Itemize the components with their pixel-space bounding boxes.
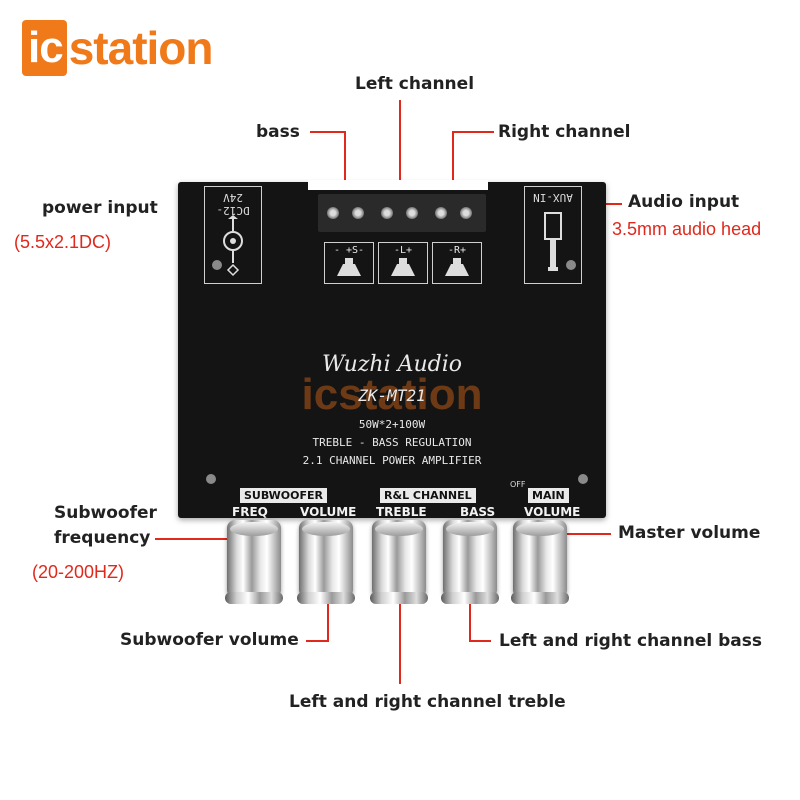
dc-jack-icon	[223, 215, 243, 277]
tag-rl-channel: R&L CHANNEL	[380, 488, 476, 503]
label-power-input: power input	[42, 198, 158, 218]
speaker-icon	[391, 258, 415, 276]
bass-knob[interactable]	[441, 520, 499, 604]
model-name: ZK-MT21	[358, 386, 426, 405]
label-bass: bass	[256, 122, 300, 142]
label-lr-bass: Left and right channel bass	[499, 631, 763, 651]
knob-label-bass: BASS	[460, 505, 496, 519]
speaker-box-s: - +S-	[324, 242, 374, 284]
off-label: OFF	[510, 480, 526, 489]
mount-hole	[566, 260, 576, 270]
terminal-screw	[406, 207, 418, 219]
speaker-box-r: -R+	[432, 242, 482, 284]
feature-line-1: TREBLE - BASS REGULATION	[312, 436, 472, 449]
terminal-screw	[460, 207, 472, 219]
tag-subwoofer: SUBWOOFER	[240, 488, 327, 503]
label-right-channel: Right channel	[498, 122, 631, 142]
callout-line-right-v	[452, 131, 454, 188]
board-notch	[308, 180, 488, 190]
callout-line-treble	[399, 590, 401, 684]
dc-power-box: DC12-24V	[204, 186, 262, 284]
terminal-screw	[352, 207, 364, 219]
speaker-terminal-block	[318, 194, 486, 232]
icstation-logo: ic station	[22, 18, 214, 78]
callout-line-sub-volume-h	[306, 640, 329, 642]
knob-label-freq: FREQ	[232, 505, 268, 519]
terminal-s-label: - +S-	[333, 245, 365, 256]
terminal-screw	[435, 207, 447, 219]
master-volume-knob[interactable]	[511, 520, 569, 604]
treble-knob[interactable]	[370, 520, 428, 604]
label-master-volume: Master volume	[618, 523, 761, 543]
tag-main: MAIN	[528, 488, 569, 503]
callout-line-bass-h	[310, 131, 346, 133]
callout-line-bass-v2	[469, 590, 471, 642]
label-lr-treble: Left and right channel treble	[289, 692, 566, 712]
callout-line-right-h	[452, 131, 494, 133]
aux-in-box: AUX-IN	[524, 186, 582, 284]
mount-hole	[578, 474, 588, 484]
speaker-icon	[445, 258, 469, 276]
speaker-box-l: -L+	[378, 242, 428, 284]
label-subwoofer-freq-2: frequency	[54, 528, 151, 548]
label-power-spec: (5.5x2.1DC)	[14, 232, 112, 252]
terminal-screw	[381, 207, 393, 219]
brand-name: Wuzhi Audio	[321, 352, 463, 377]
terminal-r-label: -R+	[447, 245, 467, 256]
callout-line-master	[555, 533, 611, 535]
terminal-l-label: -L+	[393, 245, 413, 256]
label-subwoofer-freq-1: Subwoofer	[54, 503, 157, 523]
label-subwoofer-range: (20-200HZ)	[32, 562, 125, 582]
audio-jack-icon	[544, 212, 562, 271]
freq-knob[interactable]	[225, 520, 283, 604]
callout-line-bass-h2	[469, 640, 491, 642]
label-audio-input: Audio input	[628, 192, 740, 212]
knob-label-treble: TREBLE	[376, 505, 427, 519]
amplifier-board: DC12-24V AUX-IN - +S- -L+	[178, 180, 606, 519]
logo-ic: ic	[22, 20, 67, 76]
callout-line-sub-volume-v	[327, 590, 329, 642]
terminal-screw	[327, 207, 339, 219]
mount-hole	[206, 474, 216, 484]
logo-station: station	[68, 22, 214, 74]
knob-label-main-volume: VOLUME	[524, 505, 581, 519]
watermark: icstation	[301, 370, 483, 419]
speaker-icon	[337, 258, 361, 276]
knob-label-sub-volume: VOLUME	[300, 505, 357, 519]
mount-hole	[212, 260, 222, 270]
label-subwoofer-volume: Subwoofer volume	[120, 630, 299, 650]
callout-line-freq	[155, 538, 245, 540]
subwoofer-volume-knob[interactable]	[297, 520, 355, 604]
label-left-channel: Left channel	[355, 74, 475, 94]
aux-label: AUX-IN	[533, 191, 573, 204]
callout-line-left	[399, 100, 401, 188]
callout-line-bass-v	[344, 131, 346, 188]
feature-line-2: 2.1 CHANNEL POWER AMPLIFIER	[302, 454, 482, 467]
power-rating: 50W*2+100W	[358, 418, 426, 431]
label-audio-spec: 3.5mm audio head	[612, 219, 762, 239]
